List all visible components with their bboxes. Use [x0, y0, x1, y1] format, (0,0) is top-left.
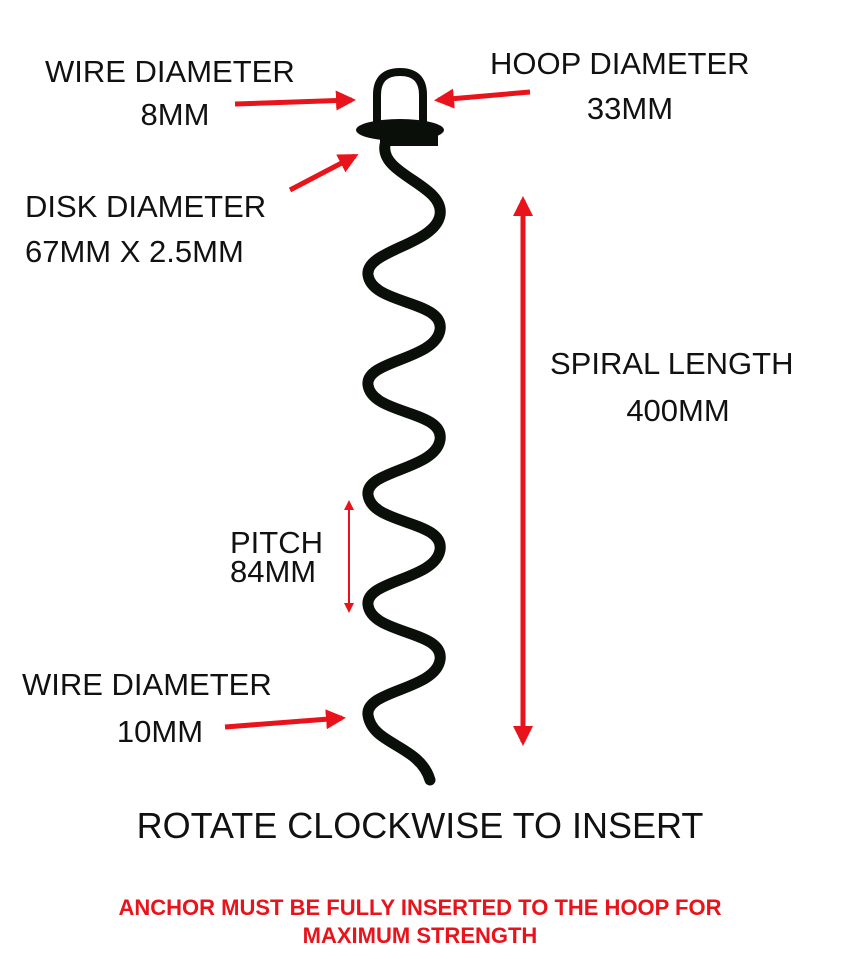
- pitch-title: PITCH: [230, 525, 323, 560]
- disk-title: DISK DIAMETER: [25, 189, 266, 224]
- disk-value: 67MM X 2.5MM: [25, 234, 244, 269]
- arrow-hoop: [434, 88, 531, 109]
- hoop: [373, 67, 427, 126]
- instruction: ROTATE CLOCKWISE TO INSERT: [137, 805, 704, 846]
- spiral-value: 400MM: [626, 393, 729, 428]
- spiral: [362, 139, 446, 786]
- pitch-value: 84MM: [230, 554, 316, 589]
- ground-anchor-image: [356, 67, 446, 786]
- wire-top-title: WIRE DIAMETER: [45, 54, 295, 89]
- hoop-value: 33MM: [587, 91, 673, 126]
- wire-bottom-value: 10MM: [117, 714, 203, 749]
- arrow-wire-bottom: [224, 709, 346, 730]
- wire-top-value: 8MM: [141, 97, 210, 132]
- hoop-title: HOOP DIAMETER: [490, 46, 750, 81]
- wire-bottom-title: WIRE DIAMETER: [22, 667, 272, 702]
- arrow-wire-top: [234, 90, 356, 111]
- warning-line-2: MAXIMUM STRENGTH: [303, 923, 538, 948]
- spiral-title: SPIRAL LENGTH: [550, 346, 793, 381]
- arrow-disk: [288, 153, 359, 193]
- warning-line-1: ANCHOR MUST BE FULLY INSERTED TO THE HOO…: [118, 895, 721, 920]
